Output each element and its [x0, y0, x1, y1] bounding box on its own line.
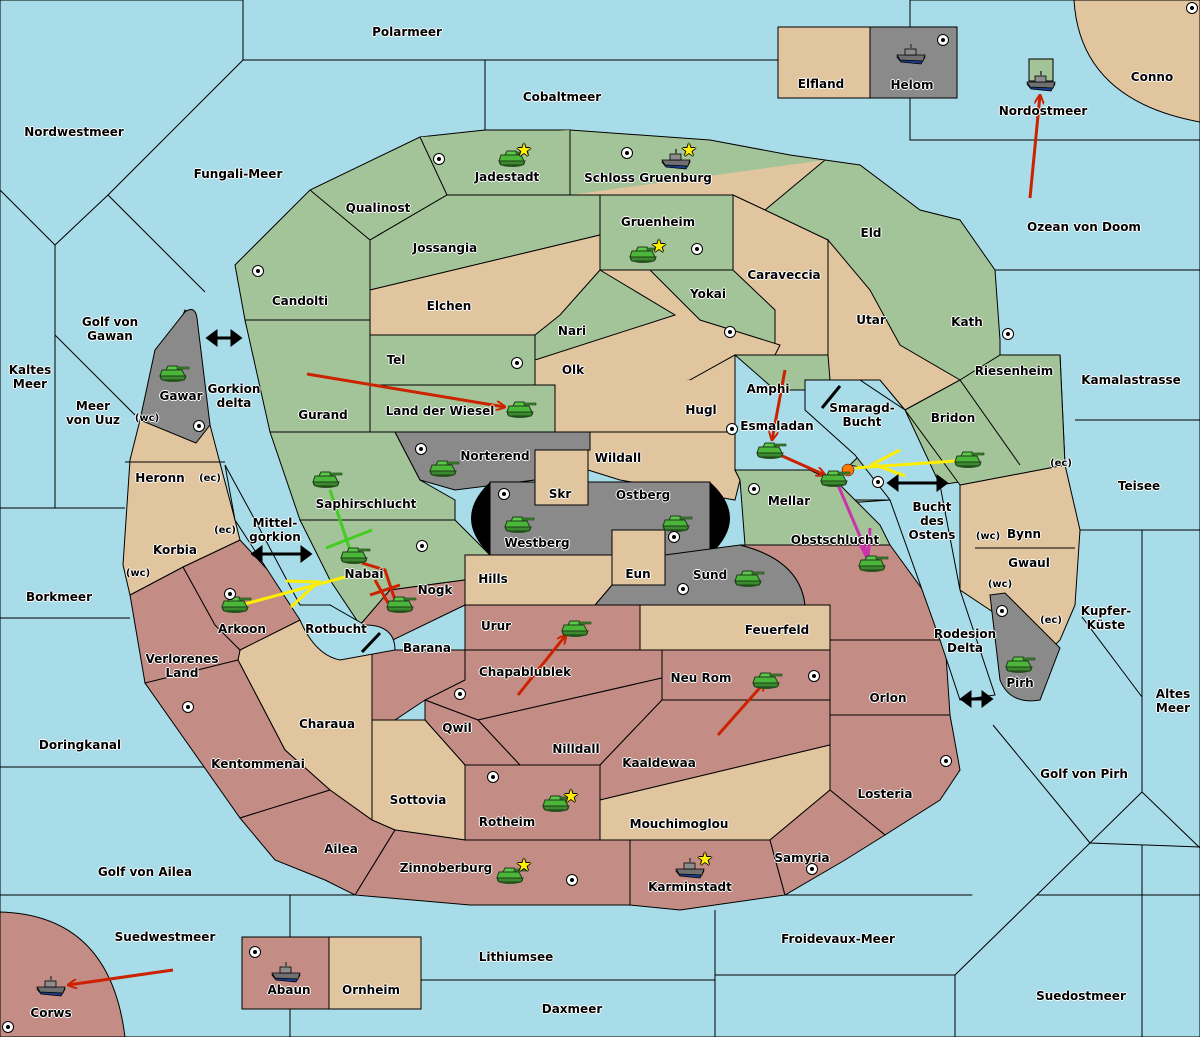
home-center-star-icon: ★ — [515, 855, 533, 876]
supply-center-icon — [487, 771, 499, 783]
province-urur — [464, 604, 641, 651]
order-arrow — [779, 453, 825, 475]
supply-center-icon — [1186, 2, 1198, 14]
province-rotheim — [464, 764, 601, 841]
order-support — [244, 575, 346, 606]
province-conno — [1073, 0, 1200, 123]
province-karminstadt — [629, 839, 786, 911]
supply-center-icon — [2, 1021, 14, 1033]
province-samyria — [769, 789, 886, 896]
inner-sea-mittelgorkion — [224, 464, 396, 661]
supply-center-icon — [1002, 328, 1014, 340]
supply-center-icon — [724, 326, 736, 338]
home-center-star-icon: ★ — [680, 140, 698, 161]
supply-center-icon — [224, 588, 236, 600]
impassable-west — [471, 482, 490, 555]
province-eun — [611, 529, 666, 586]
supply-center-icon — [621, 147, 633, 159]
province-neu-rom — [661, 649, 831, 701]
supply-center-icon — [511, 357, 523, 369]
province-feuerfeld — [639, 604, 831, 651]
order-arrow — [716, 682, 765, 736]
orders-layer — [68, 95, 1040, 985]
supply-center-icon — [566, 874, 578, 886]
supply-center-icon — [937, 34, 949, 46]
order-arrow — [1028, 95, 1040, 199]
supply-center-icon — [416, 540, 428, 552]
supply-center-icon — [996, 605, 1008, 617]
order-arrow — [516, 635, 566, 696]
supply-center-icon — [193, 420, 205, 432]
home-center-star-icon: ★ — [562, 786, 580, 807]
province-hills — [464, 554, 613, 606]
province-zinnoberburg — [354, 829, 631, 906]
home-center-star-icon: ★ — [696, 849, 714, 870]
province-tel — [369, 334, 536, 386]
home-center-star-icon: ★ — [515, 140, 533, 161]
supply-center-icon — [415, 443, 427, 455]
crossings — [205, 329, 994, 708]
supply-center-icon — [726, 423, 738, 435]
home-center-star-icon: ★ — [650, 236, 668, 257]
order-support — [854, 459, 956, 470]
order-arrow — [306, 372, 505, 407]
supply-center-icon — [748, 483, 760, 495]
province-orlon — [829, 639, 951, 716]
supply-center-icon — [249, 946, 261, 958]
impassable-east — [710, 482, 730, 555]
supply-center-icon — [677, 583, 689, 595]
supply-center-icon — [808, 670, 820, 682]
order-failed — [361, 561, 397, 601]
province-gruenheim — [599, 194, 734, 271]
province-kentommenai — [144, 659, 331, 819]
nordostmeer-marker — [1028, 58, 1054, 82]
supply-center-icon — [691, 243, 703, 255]
province-ornheim — [328, 936, 422, 1010]
supply-center-icon — [940, 755, 952, 767]
order-arrow — [68, 968, 174, 985]
supply-center-icon — [498, 488, 510, 500]
east-peninsula — [959, 464, 1081, 651]
supply-center-icon — [806, 863, 818, 875]
order-arrow — [772, 369, 787, 440]
province-corws — [0, 911, 126, 1037]
supply-center-icon — [872, 476, 884, 488]
province-elfland — [777, 26, 871, 99]
supply-center-icon — [182, 701, 194, 713]
province-jossangia — [369, 194, 601, 291]
province-skr — [534, 449, 589, 506]
province-pirh — [989, 592, 1061, 702]
supply-center-icon — [433, 153, 445, 165]
supply-center-icon — [252, 265, 264, 277]
order-move — [836, 484, 870, 556]
supply-center-icon — [454, 688, 466, 700]
province-caraveccia — [732, 194, 829, 356]
supply-center-icon — [668, 531, 680, 543]
